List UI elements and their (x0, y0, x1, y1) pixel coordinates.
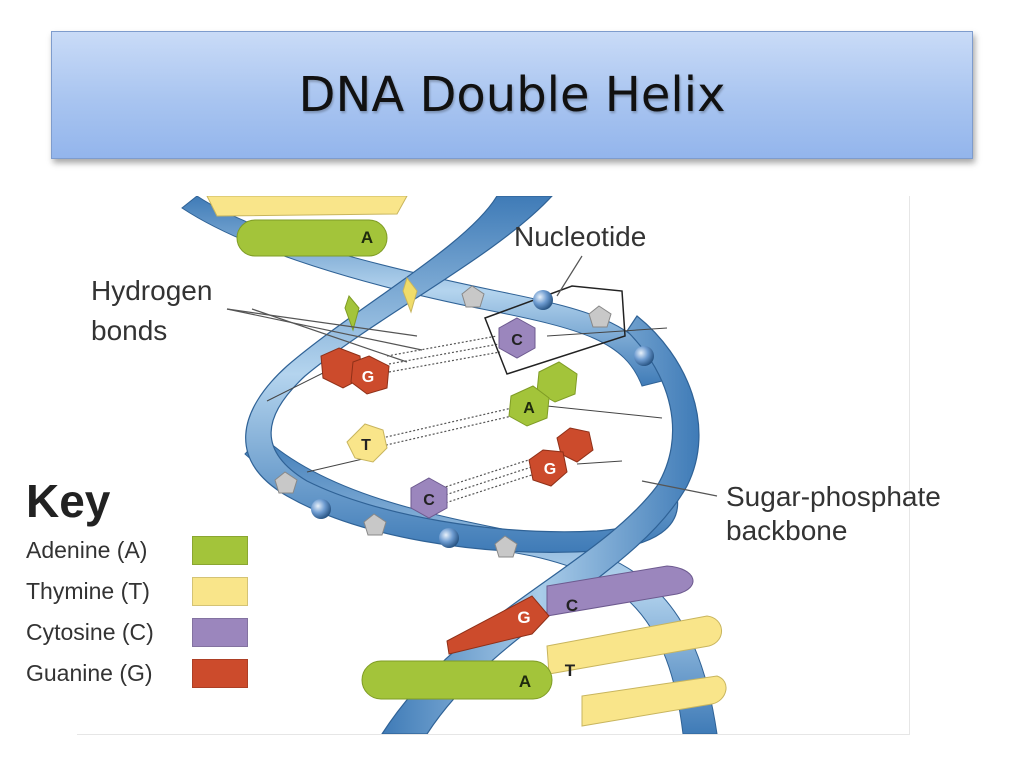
nucleotide-label: Nucleotide (514, 221, 646, 252)
backbone-connector-lines (266, 327, 668, 473)
base-label-a-top: A (361, 228, 373, 247)
backbone-label-line1: Sugar-phosphate (726, 481, 941, 512)
label-leader-lines (226, 255, 718, 497)
base-label-g-bottom: G (517, 608, 530, 627)
adenine-swatch (192, 536, 248, 565)
base-label-g-left: G (362, 369, 374, 386)
backbone-label: Sugar-phosphate backbone (726, 480, 941, 548)
hydrogen-bond-lines (381, 335, 548, 505)
key-row-thymine: Thymine (T) (26, 571, 248, 612)
hydrogen-bonds-label-line1: Hydrogen (91, 275, 212, 306)
base-label-c-bottom: C (566, 596, 578, 615)
nucleotide-bases: C G A T G C (320, 317, 594, 519)
key-legend: Key Adenine (A) Thymine (T) Cytosine (C)… (26, 476, 266, 694)
base-pair-top: A (206, 196, 408, 257)
base-label-t-left: T (361, 437, 371, 454)
page-title: DNA Double Helix (298, 67, 726, 123)
key-label: Adenine (A) (26, 537, 148, 563)
base-label-c-lower: C (423, 492, 435, 509)
base-label-t-bottom: T (565, 661, 576, 680)
base-label-a-bottom: A (519, 672, 531, 691)
hydrogen-bonds-label-line2: bonds (91, 315, 167, 346)
key-label: Thymine (T) (26, 578, 150, 604)
key-label: Cytosine (C) (26, 619, 154, 645)
key-label: Guanine (G) (26, 660, 153, 686)
base-label-g-right: G (544, 461, 556, 478)
base-label-a-mid: A (523, 400, 535, 417)
thymine-swatch (192, 577, 248, 606)
base-label-c-nucleotide: C (511, 332, 523, 349)
base-pair-lower: C G A T (361, 565, 727, 727)
backbone-sugars-phosphates (274, 276, 654, 558)
key-row-guanine: Guanine (G) (26, 653, 248, 694)
backbone-label-line2: backbone (726, 515, 848, 546)
key-row-cytosine: Cytosine (C) (26, 612, 248, 653)
key-title: Key (26, 475, 111, 527)
nucleotide-outline (484, 285, 626, 375)
cytosine-swatch (192, 618, 248, 647)
key-row-adenine: Adenine (A) (26, 530, 248, 571)
guanine-swatch (192, 659, 248, 688)
title-bar: DNA Double Helix (51, 31, 973, 159)
